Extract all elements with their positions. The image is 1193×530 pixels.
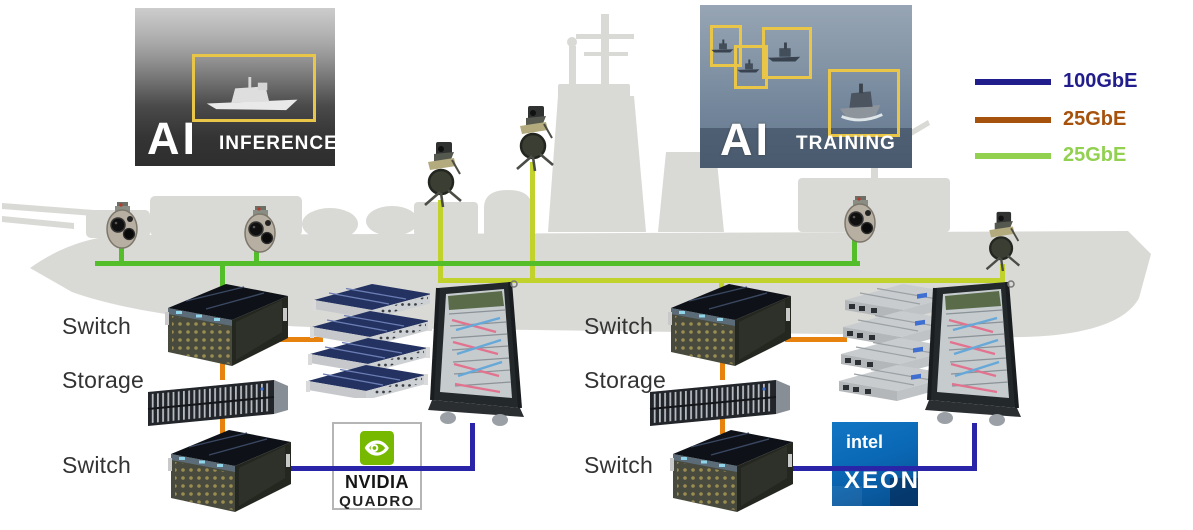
left-rack-drop-line — [470, 423, 475, 471]
intel-badge-corner-dark — [890, 478, 918, 506]
legend-item-25gbe-brown: 25GbE — [975, 108, 1126, 131]
small-ship-icon — [736, 57, 762, 75]
gimbal-camera-icon — [842, 196, 878, 244]
inference-camera3-riser-line — [852, 232, 857, 261]
detection-bounding-box — [734, 45, 768, 89]
tripod-sensor-icon — [982, 210, 1022, 272]
right-rack-drop-line — [972, 423, 977, 471]
detected-ship-icon — [203, 74, 307, 114]
right-switch-to-cpu-rack-line — [787, 466, 977, 471]
storage-array-icon — [140, 374, 292, 426]
left-switch-to-gpu-rack-line — [285, 466, 475, 471]
ship-with-wake-icon — [766, 37, 804, 67]
left-storage-label: Storage — [62, 367, 144, 393]
legend-line-100gbe — [975, 78, 1051, 85]
ai-mesh-text: AI — [147, 113, 198, 164]
tripod-sensor-icon — [420, 140, 464, 208]
gimbal-camera-icon — [104, 202, 140, 250]
training-sensor2-riser-line — [530, 162, 535, 278]
ai-inference-card: AI INFERENCE — [135, 8, 335, 166]
server-stack-icon — [302, 282, 438, 398]
left-storage-to-switch-line — [220, 410, 225, 434]
tripod-sensor-icon — [512, 104, 556, 172]
training-sensor3-riser-line — [1000, 264, 1005, 280]
inference-25gbe-bus-line — [95, 261, 860, 266]
ai-training-card: AI TRAINING — [700, 5, 912, 168]
training-sensor1-riser-line — [438, 200, 443, 278]
legend-line-25gbe-brown — [975, 116, 1051, 123]
intel-brand-label: intel — [846, 432, 884, 452]
legend-label-25gbe-brown: 25GbE — [1063, 108, 1127, 130]
right-storage-label: Storage — [584, 367, 666, 393]
legend-item-100gbe: 100GbE — [975, 70, 1137, 93]
inference-title: INFERENCE — [219, 133, 335, 154]
inference-camera1-riser-line — [119, 238, 124, 261]
right-switch-to-servers-line — [785, 337, 847, 342]
detection-bounding-box — [828, 69, 900, 137]
left-switch-to-storage-line — [220, 350, 225, 380]
ai-mesh-text: AI — [720, 114, 771, 165]
nvidia-product-label: QUADRO — [339, 493, 415, 510]
nvidia-brand-label: NVIDIA — [344, 472, 409, 492]
training-title: TRAINING — [796, 133, 896, 154]
training-25gbe-bus-line — [438, 278, 1005, 283]
rugged-switch-icon — [152, 280, 292, 366]
right-switch-to-storage-line — [720, 350, 725, 380]
legend-label-25gbe-green: 25GbE — [1063, 144, 1127, 166]
small-ship-icon — [710, 37, 736, 55]
legend-line-25gbe-green — [975, 152, 1051, 159]
intel-badge-corner-light — [832, 486, 862, 506]
rugged-switch-icon — [657, 426, 797, 512]
legend-item-25gbe-green: 25GbE — [975, 144, 1126, 167]
detection-bounding-box — [192, 54, 316, 122]
left-bottom-switch-label: Switch — [62, 452, 131, 478]
gimbal-camera-icon — [242, 206, 278, 254]
right-storage-to-switch-line — [720, 410, 725, 434]
large-ship-icon — [832, 77, 890, 125]
gpu-server-rack-icon — [426, 280, 528, 426]
cpu-server-rack-icon — [923, 280, 1025, 426]
intel-xeon-badge: intel XEON — [832, 422, 918, 506]
nvidia-logo-icon — [360, 431, 394, 465]
left-top-switch-label: Switch — [62, 313, 131, 339]
right-bottom-switch-label: Switch — [584, 452, 653, 478]
right-top-switch-label: Switch — [584, 313, 653, 339]
detection-bounding-box — [762, 27, 812, 79]
rugged-switch-icon — [155, 426, 295, 512]
left-switch-to-servers-line — [250, 337, 323, 342]
intel-product-label: XEON — [844, 467, 921, 494]
legend-label-100gbe: 100GbE — [1063, 70, 1138, 92]
rugged-switch-icon — [655, 280, 795, 366]
inference-bus-to-switch-drop-line — [220, 264, 225, 300]
